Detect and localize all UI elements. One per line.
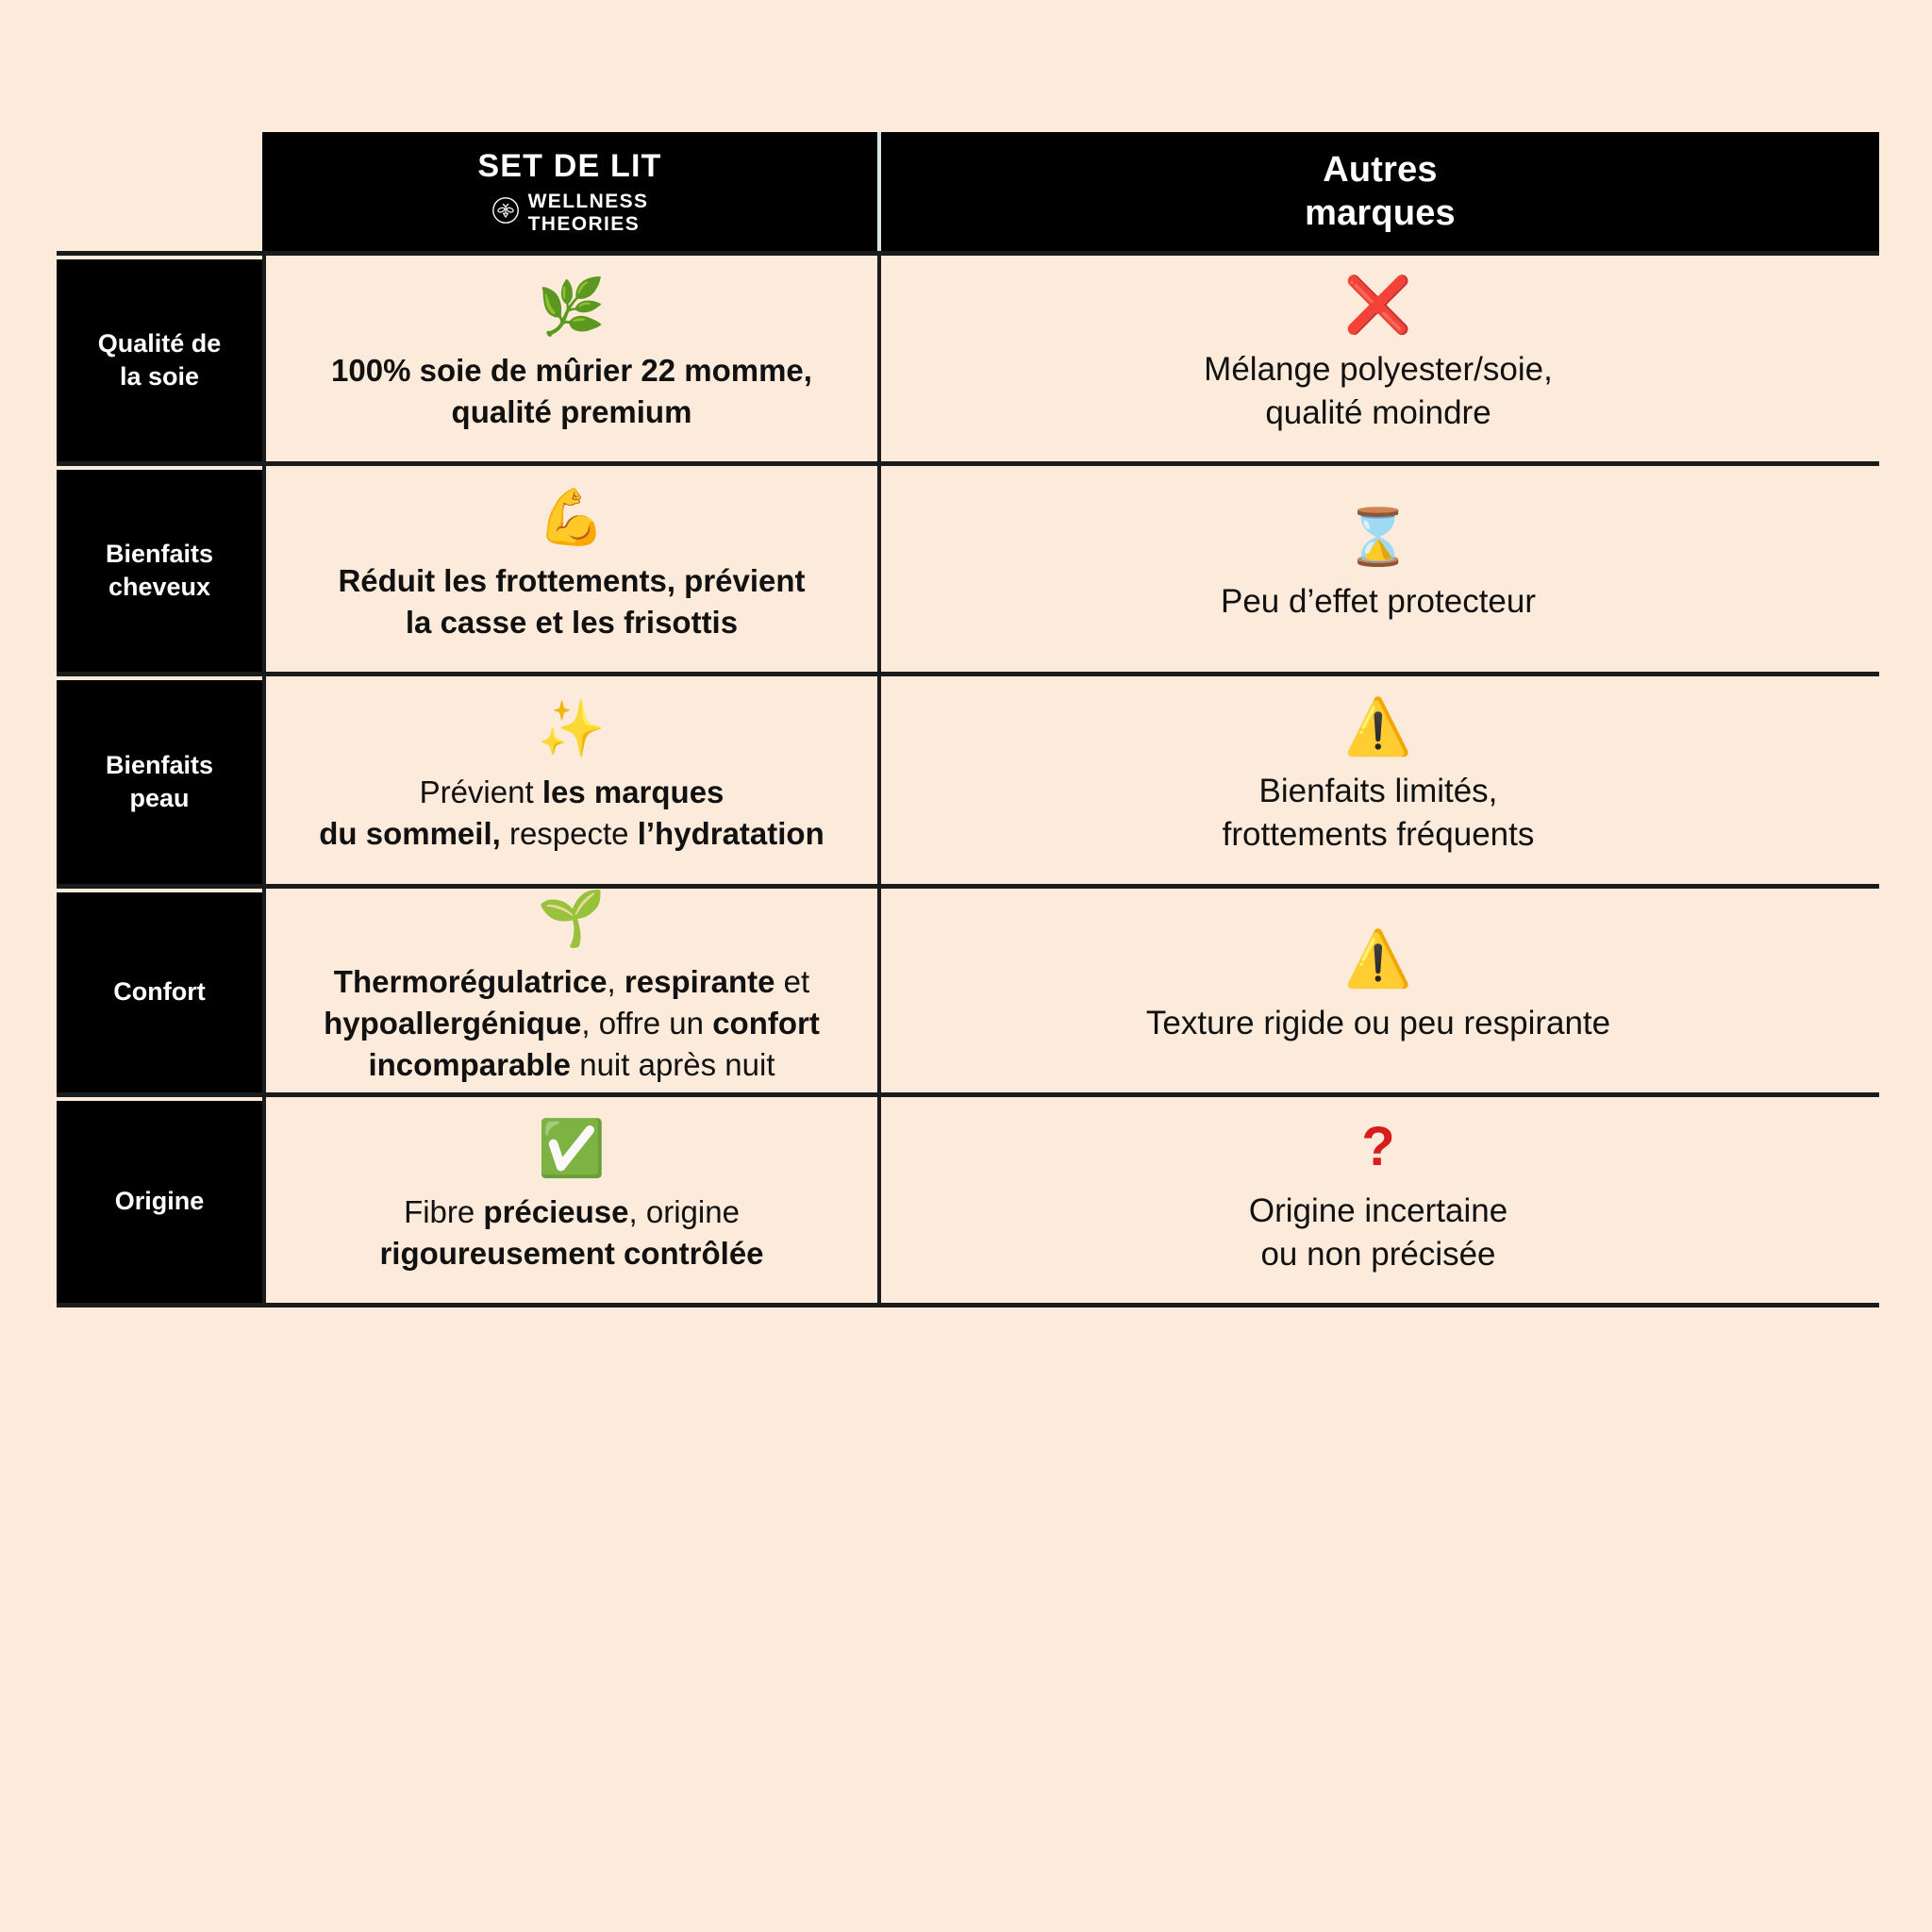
cell-other-qualite-de-la-soie: ❌ Mélange polyester/soie, qualité moindr… bbox=[877, 256, 1875, 461]
row-label-qualite-de-la-soie: Qualité de la soie bbox=[57, 256, 262, 461]
cell-other-bienfaits-cheveux: ⌛ Peu d’effet protecteur bbox=[877, 466, 1875, 672]
red-cross-mark-icon: ❌ bbox=[1343, 274, 1413, 336]
herb-leaf-icon: 🌿 bbox=[537, 275, 607, 338]
cell-other-text: Bienfaits limités, frottements fréquents bbox=[1222, 772, 1535, 853]
bee-circle-logo-icon bbox=[491, 196, 520, 229]
cell-other-text: Origine incertaine ou non précisée bbox=[1248, 1191, 1508, 1273]
product-title: SET DE LIT bbox=[477, 148, 662, 185]
warning-triangle-icon: ⚠️ bbox=[1343, 695, 1413, 758]
cell-other-text: Mélange polyester/soie, qualité moindre bbox=[1204, 350, 1553, 431]
warning-triangle-icon: ⚠️ bbox=[1343, 927, 1413, 990]
seedling-icon: 🌱 bbox=[537, 887, 607, 949]
brand-name: WELLNESS THEORIES bbox=[527, 191, 649, 235]
cell-other-text: Texture rigide ou peu respirante bbox=[1145, 1004, 1611, 1041]
table-header-row: SET DE LIT WELLNESS THEORIES bbox=[262, 132, 1879, 251]
sparkles-icon: ✨ bbox=[537, 697, 607, 759]
hourglass-icon: ⌛ bbox=[1343, 506, 1413, 568]
green-check-mark-icon: ✅ bbox=[537, 1117, 607, 1179]
brand-lockup: WELLNESS THEORIES bbox=[491, 191, 649, 235]
header-cell-product: SET DE LIT WELLNESS THEORIES bbox=[262, 132, 877, 251]
cell-product-qualite-de-la-soie: 🌿 100% soie de mûrier 22 momme,qualité p… bbox=[262, 256, 877, 461]
comparison-table: SET DE LIT WELLNESS THEORIES bbox=[57, 132, 1879, 1307]
cell-other-confort: ⚠️ Texture rigide ou peu respirante bbox=[877, 889, 1875, 1092]
flexed-biceps-icon: 💪 bbox=[537, 486, 607, 548]
row-label-bienfaits-peau: Bienfaits peau bbox=[57, 676, 262, 884]
table-row: Confort 🌱 Thermorégulatrice, respirante … bbox=[57, 884, 1879, 1092]
row-label-bienfaits-cheveux: Bienfaits cheveux bbox=[57, 466, 262, 672]
table-row: Qualité de la soie 🌿 100% soie de mûrier… bbox=[57, 251, 1879, 461]
red-question-mark-icon: ? bbox=[1361, 1115, 1395, 1177]
cell-other-text: Peu d’effet protecteur bbox=[1220, 582, 1537, 620]
cell-other-bienfaits-peau: ⚠️ Bienfaits limités, frottements fréque… bbox=[877, 676, 1875, 884]
header-cell-other-brands: Autres marques bbox=[881, 132, 1879, 251]
header-column-divider bbox=[877, 132, 881, 251]
cell-other-origine: ? Origine incertaine ou non précisée bbox=[877, 1097, 1875, 1303]
row-label-confort: Confort bbox=[57, 889, 262, 1092]
other-brands-title: Autres marques bbox=[1305, 149, 1456, 233]
cell-product-text: 100% soie de mûrier 22 momme,qualité pre… bbox=[331, 352, 812, 429]
row-label-origine: Origine bbox=[57, 1097, 262, 1303]
table-row: Bienfaits cheveux 💪 Réduit les frottemen… bbox=[57, 461, 1879, 672]
